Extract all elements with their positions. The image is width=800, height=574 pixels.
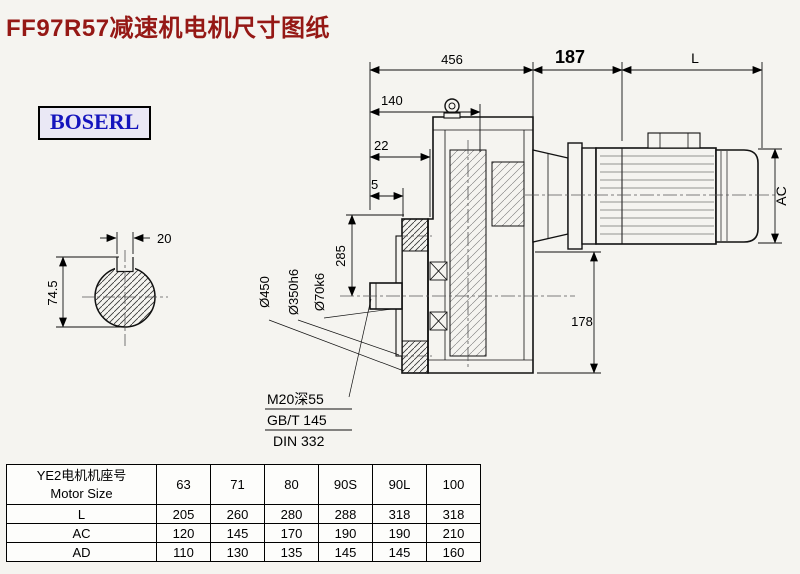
motor-size-header-en: Motor Size: [50, 485, 113, 501]
col-header-63: 63: [156, 464, 211, 505]
motor-size-table: YE2电机机座号 Motor Size 63 71 80 90S 90L 100…: [6, 464, 481, 562]
flange-section-top: [401, 218, 429, 252]
dim-L-label: L: [691, 50, 699, 66]
note-din-label: DIN 332: [273, 433, 325, 449]
shaft-end-view: 20 74.5: [45, 231, 171, 346]
row-label-AC: AC: [6, 523, 157, 543]
dim-AC-label: AC: [773, 186, 789, 205]
dim-140-label: 140: [381, 93, 403, 108]
col-header-90l: 90L: [372, 464, 427, 505]
value-cell: 205: [156, 504, 211, 524]
dim-456-label: 456: [441, 52, 463, 67]
dimension-drawing: 20 74.5: [45, 47, 789, 449]
value-cell: 145: [372, 542, 427, 562]
gear-section-large: [449, 149, 487, 357]
page-title: FF97R57减速机电机尺寸图纸: [6, 15, 331, 42]
dim-187-label: 187: [555, 47, 585, 67]
table-row-AC: AC 120 145 170 190 190 210: [6, 523, 481, 543]
eyebolt: [443, 98, 461, 119]
value-cell: 288: [318, 504, 373, 524]
fan-cowl: [715, 149, 759, 243]
dim-5-label: 5: [371, 177, 378, 192]
motor-size-header-cn: YE2电机机座号: [36, 467, 127, 483]
col-header-80: 80: [264, 464, 319, 505]
value-cell: 210: [426, 523, 481, 543]
note-tap-label: M20深55: [267, 391, 324, 407]
terminal-box: [647, 132, 701, 149]
dim-22-label: 22: [374, 138, 388, 153]
table-header-row: YE2电机机座号 Motor Size 63 71 80 90S 90L 100: [6, 464, 481, 505]
motor-size-header: YE2电机机座号 Motor Size: [6, 464, 157, 505]
dim-285-label: 285: [333, 245, 348, 267]
main-view: [340, 98, 780, 374]
brand-logo: BOSERL: [38, 106, 152, 140]
value-cell: 170: [264, 523, 319, 543]
dim-key-height-label: 74.5: [45, 280, 60, 305]
col-header-90s: 90S: [318, 464, 373, 505]
motor-body: [595, 132, 717, 245]
dim-key-width-label: 20: [157, 231, 171, 246]
value-cell: 145: [318, 542, 373, 562]
value-cell: 280: [264, 504, 319, 524]
col-header-100: 100: [426, 464, 481, 505]
row-label-L: L: [6, 504, 157, 524]
value-cell: 318: [426, 504, 481, 524]
value-cell: 260: [210, 504, 265, 524]
col-header-71: 71: [210, 464, 265, 505]
dim-key-width: [100, 232, 150, 254]
motor-adapter: [532, 149, 569, 243]
dim-spigot-dia-label: Ø350h6: [286, 269, 301, 315]
spigot-step-bottom: [395, 308, 403, 357]
value-cell: 120: [156, 523, 211, 543]
value-cell: 135: [264, 542, 319, 562]
centerlines: [340, 140, 780, 368]
note-gbt-label: GB/T 145: [267, 412, 327, 428]
value-cell: 190: [318, 523, 373, 543]
dim-key-height: [56, 256, 125, 328]
dim-flange-dia-label: Ø450: [257, 276, 272, 308]
dim-178-label: 178: [571, 314, 593, 329]
motor-flange-outer: [567, 142, 583, 250]
dimension-lines: [265, 62, 782, 431]
output-bearings: [429, 261, 448, 331]
row-label-AD: AD: [6, 542, 157, 562]
value-cell: 130: [210, 542, 265, 562]
value-cell: 160: [426, 542, 481, 562]
spigot-step-top: [395, 235, 403, 284]
flange-section-bottom: [401, 340, 429, 374]
value-cell: 190: [372, 523, 427, 543]
table-row-L: L 205 260 280 288 318 318: [6, 504, 481, 524]
value-cell: 145: [210, 523, 265, 543]
value-cell: 110: [156, 542, 211, 562]
dim-shaft-dia-label: Ø70k6: [312, 273, 327, 311]
motor-flange-inner: [581, 147, 597, 245]
gear-section-pinion: [491, 161, 525, 227]
table-row-AD: AD 110 130 135 145 145 160: [6, 542, 481, 562]
value-cell: 318: [372, 504, 427, 524]
